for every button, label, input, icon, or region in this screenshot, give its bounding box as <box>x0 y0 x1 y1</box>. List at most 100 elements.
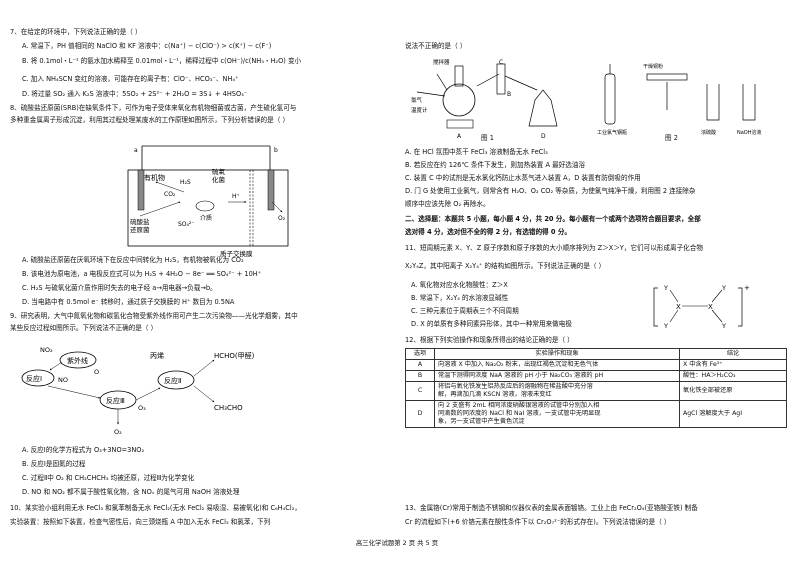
q8-fig-o2: O₂ <box>278 215 286 222</box>
q11-charge: + <box>744 284 750 292</box>
q10-apparatus-figure2: 工业氯气钢瓶 干燥铜粉 浓硫酸 NaOH溶液 <box>597 63 762 136</box>
q12-row-d-op-line2: 同滴数的同浓度的 NaCl 和 NaI 溶液，一支试管中无明显现 <box>438 410 601 417</box>
q10-fig2-caption: 图 2 <box>665 134 678 142</box>
q10-fig-b: B <box>507 91 511 98</box>
table-row: D 向 2 支盛有 2mL 相同浓度硝酸银溶液的试管中分别加入相 同滴数的同浓度… <box>405 400 787 428</box>
q7-option-b: B. 将 0.1mol・L⁻¹ 的氨水加水稀释至 0.01mol・L⁻¹，稀释过… <box>22 57 302 65</box>
left-column: 7、在给定的环境中，下列说法正确的是（ ） A. 常温下，PH 值相同的 NaC… <box>10 28 302 526</box>
q8-fig-so4: SO₄²⁻ <box>178 221 195 228</box>
q8-stem-line1: 8、硫酸盐还原菌(SRB)在缺氧条件下，可作为电子受体来氧化有机物细菌或古菌，产… <box>10 104 297 112</box>
q10-fig-c: C <box>499 59 503 66</box>
q8-stem-line2: 多种重金属离子形成沉淀，利用其过程处理某废水的工作原理如图所示，下列分析错误的是… <box>10 116 290 124</box>
q10-option-a: A. 在 HCl 氛围中蒸干 FeCl₃ 溶液制备无水 FeCl₃ <box>405 148 548 156</box>
section2-heading-line1: 二、选择题：本题共 5 小题，每小题 4 分，共 20 分。每小题有一个或两个选… <box>405 215 701 223</box>
q11-y3: Y <box>721 284 726 292</box>
q12-col-operation: 实验操作和现象 <box>434 348 680 360</box>
q12-row-d-opt: D <box>405 400 435 428</box>
q9-fig-no: NO <box>58 376 68 384</box>
q9-fig-hcho: HCHO(甲醛) <box>214 351 255 360</box>
q12-row-c-opt: C <box>405 381 435 401</box>
q12-row-b-opt: B <box>405 370 435 382</box>
q11-option-d: D. X 的单质有多种同素异形体，其中一种常用来做电极 <box>411 320 572 328</box>
q12-stem: 12、根据下列实验操作和现象所得出的结论正确的是（ ） <box>405 336 574 344</box>
q12-row-d-op-line1: 向 2 支盛有 2mL 相同浓度硝酸银溶液的试管中分别加入相 <box>438 402 600 409</box>
page-footer: 高三化学试题第 2 页 共 5 页 <box>355 539 439 547</box>
q10-fig-d: D <box>541 133 546 140</box>
q9-fig-propene: 丙烯 <box>150 351 164 360</box>
q10-fig1-caption: 图 1 <box>481 134 494 142</box>
q8-fig-srb: 硫酸盐 <box>130 217 150 226</box>
q8-option-a: A. 硫酸盐还原菌在厌氧环境下在反应中间转化为 H₂S，有机物被氧化为 CO₂ <box>22 256 244 264</box>
q9-fig-reaction3: 反应Ⅲ <box>106 396 125 405</box>
q10-fig-bottle1: 干燥铜粉 <box>643 63 663 70</box>
q9-option-c: C. 过程Ⅱ中 O₂ 和 CH₂CHCH₃ 均被还原，过程Ⅲ为化学变化 <box>22 474 195 482</box>
q12-table: 选项 实验操作和现象 结论 A 向溶液 X 中加入 Na₂O₂ 粉末，出现红褐色… <box>405 348 787 428</box>
q9-stem-line1: 9、研究表明，大气中氮氧化物和碳氢化合物受紫外线作用可产生二次污染物——光化学烟… <box>10 312 298 320</box>
q8-fig-h2s: H₂S <box>180 179 191 186</box>
q11-cation-structure: X X Y Y Y Y + <box>653 284 750 330</box>
q7-option-d: D. 将过量 SO₂ 通入 K₂S 溶液中：5SO₂ + 2S²⁻ + 2H₂O… <box>22 90 248 98</box>
q11-stem-line2: X₂Y₄Z，其中阳离子 X₂Y₄⁺ 的结构如图所示。下列说法正确的是（ ） <box>405 262 606 270</box>
table-row: A 向溶液 X 中加入 Na₂O₂ 粉末，出现红褐色沉淀和无色气体 X 中含有 … <box>405 359 787 371</box>
q12-row-b-con: 酸性：HA＞H₂CO₃ <box>679 370 787 382</box>
q12-row-c-op: 将铝与氧化铁发生铝热反应后的熔融物在稀盐酸中充分溶 解，再滴加几滴 KSCN 溶… <box>434 381 680 401</box>
q9-fig-no2: NO₂ <box>40 346 53 354</box>
q9-fig-o3: O₃ <box>138 404 146 412</box>
q9-smog-diagram: 紫外线 反应Ⅰ 反应Ⅲ 反应Ⅱ NO₂ NO O O₃ O₂ 丙烯 HCHO(甲… <box>21 346 255 436</box>
right-column: 说法不正确的是（ ） 搅拌器 氯气 温度计 A B C D 图 1 工业氯气钢瓶… <box>397 0 794 561</box>
q12-col-option: 选项 <box>405 348 435 360</box>
q10-stem-cont: 说法不正确的是（ ） <box>405 42 467 50</box>
q9-stem-line2: 某些反应过程如图所示。下列说法不正确的是（ ） <box>10 324 158 332</box>
q10-option-d-line2: 顺序中应该先除 O₂ 再除水。 <box>405 200 490 208</box>
q9-fig-o2: O₂ <box>114 428 122 436</box>
q8-option-c: C. H₂S 与硫氧化菌介质作用时失去的电子经 a→用电器→负载→b。 <box>22 284 217 292</box>
q11-option-a: A. 氧化物对应水化物酸性：Z＞X <box>411 281 508 289</box>
q8-fig-sulfur-ox: 硫氧 <box>212 167 226 176</box>
q8-fig-membrane: 质子交换膜 <box>220 249 253 258</box>
q12-row-a-op: 向溶液 X 中加入 Na₂O₂ 粉末，出现红褐色沉淀和无色气体 <box>434 359 680 371</box>
section2-heading-line2: 选对得 4 分，选对但不全的得 2 分，有选错的得 0 分。 <box>405 228 572 236</box>
q8-option-d: D. 当电路中有 0.5mol e⁻ 转移时，通过质子交换膜的 H⁺ 数目为 0… <box>22 298 235 306</box>
q12-row-d-op-line3: 象，另一支试管中产生黄色沉淀 <box>438 418 525 425</box>
q11-y4: Y <box>721 322 726 330</box>
q11-x1: X <box>676 303 681 311</box>
q10-stem-line2: 实验装置：按照如下装置，检查气密性后，向三颈烧瓶 A 中加入无水 FeCl₃ 和… <box>10 518 271 526</box>
q7-stem: 7、在给定的环境中，下列说法正确的是（ ） <box>10 28 142 36</box>
q12-row-c-con: 氧化铁全部被还原 <box>679 381 787 401</box>
q12-row-c-op-line2: 解，再滴加几滴 KSCN 溶液，溶液未变红 <box>438 391 552 398</box>
q8-cell-diagram: 有机物 H₂S CO₂ 硫酸盐 还原菌 SO₄²⁻ 硫氧 化菌 介质 H⁺ O₂… <box>127 145 289 258</box>
q10-fig-cylinder: 工业氯气钢瓶 <box>597 129 627 136</box>
q11-y2: Y <box>663 322 668 330</box>
q8-fig-hplus: H⁺ <box>232 193 240 200</box>
q10-apparatus-figure1: 搅拌器 氯气 温度计 A B C D <box>411 58 558 140</box>
q12-row-d-con: AgCl 溶解度大于 AgI <box>679 400 787 428</box>
q10-option-b: B. 若反应在约 126℃ 条件下发生，则加热装置 A 最好选油浴 <box>405 161 586 169</box>
q9-option-a: A. 反应Ⅰ的化学方程式为 O₃+3NO=3NO₂ <box>22 446 145 454</box>
q7-option-c: C. 加入 NH₄SCN 变红的溶液，可能存在的离子有：ClO⁻、HCO₃⁻、N… <box>22 75 239 83</box>
q9-fig-ch3cho: CH₃CHO <box>214 404 243 412</box>
q12-row-b-op: 常温下测得同浓度 NaA 溶液的 pH 小于 Na₂CO₃ 溶液的 pH <box>434 370 680 382</box>
q9-option-d: D. NO 和 NO₂ 都不属于酸性氧化物，含 NOₓ 的尾气可用 NaOH 溶… <box>22 488 240 496</box>
q7-option-a: A. 常温下，PH 值相同的 NaClO 和 KF 溶液中：c(Na⁺) − c… <box>22 42 272 50</box>
q9-fig-reaction2: 反应Ⅱ <box>164 376 181 385</box>
q10-fig-bottle2: 浓硫酸 <box>701 129 716 136</box>
q10-fig-a: A <box>457 133 462 140</box>
q12-row-c-op-line1: 将铝与氧化铁发生铝热反应后的熔融物在稀盐酸中充分溶 <box>438 383 593 390</box>
q9-fig-reaction1: 反应Ⅰ <box>26 374 42 383</box>
q13-stem-line2: Cr 的流程如下(+6 价铬元素在酸性条件下以 Cr₂O₇²⁻的形式存在)。下列… <box>405 518 671 526</box>
q11-y1: Y <box>663 284 668 292</box>
q9-option-b: B. 反应Ⅰ是固氮的过程 <box>22 460 86 468</box>
q13-stem-line1: 13、金属铬(Cr)常用于制造不锈钢和仪器仪表的金属表面镀铬。工业上由 FeCr… <box>405 504 698 512</box>
q11-option-b: B. 常温下，X₂Y₄ 的水溶液显碱性 <box>411 294 509 302</box>
q12-row-a-con: X 中含有 Fe³⁺ <box>679 359 787 371</box>
q11-stem-line1: 11、短周期元素 X、Y、Z 原子序数和原子序数的大小顺序排列为 Z＞X＞Y，它… <box>405 244 703 252</box>
q12-table-header: 选项 实验操作和现象 结论 <box>405 348 787 360</box>
q10-stem-line1: 10、某实验小组利用无水 FeCl₃ 和氯苯制备无水 FeCl₂(无水 FeCl… <box>10 504 301 512</box>
q10-fig-chlorine: 氯气 <box>411 96 423 104</box>
q10-option-d-line1: D. 门 G 处使用工业氯气，则常含有 H₂O、O₂ CO₂ 等杂质，为使氯气纯… <box>405 187 696 195</box>
q10-fig-stirrer: 搅拌器 <box>433 58 450 66</box>
q8-fig-co2: CO₂ <box>164 191 176 198</box>
table-row: B 常温下测得同浓度 NaA 溶液的 pH 小于 Na₂CO₃ 溶液的 pH 酸… <box>405 370 787 382</box>
q9-fig-uv: 紫外线 <box>67 356 88 365</box>
table-row: C 将铝与氧化铁发生铝热反应后的熔融物在稀盐酸中充分溶 解，再滴加几滴 KSCN… <box>405 381 787 401</box>
